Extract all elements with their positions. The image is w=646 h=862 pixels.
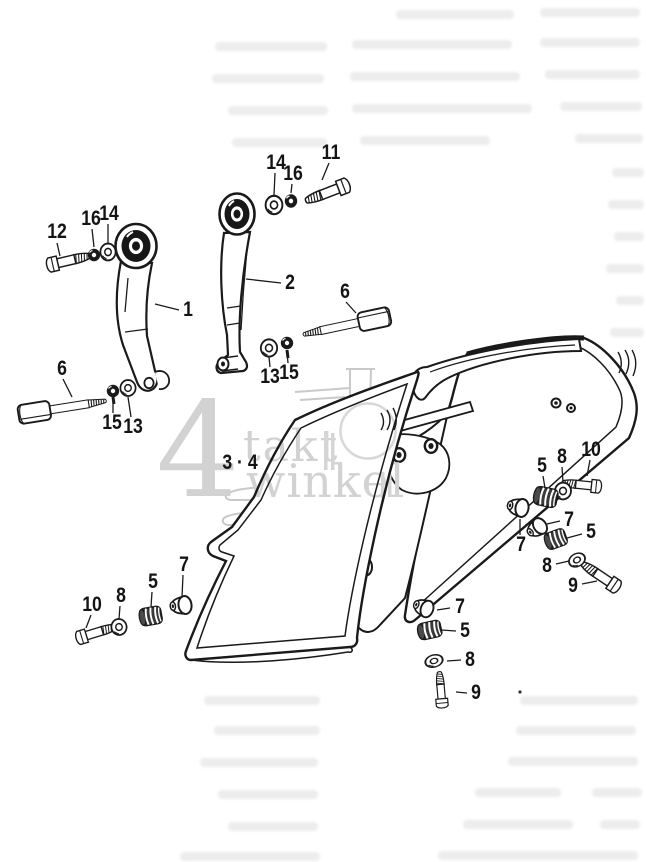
ghost-text-line [352, 40, 512, 49]
washer-13-left [119, 379, 137, 397]
ghost-text-line [560, 102, 642, 111]
bushing-5-bottom [415, 618, 444, 642]
side-cover-front-fill [185, 371, 419, 660]
part-callout-15: 15 [279, 361, 299, 384]
part-callout-8: 8 [465, 648, 475, 671]
part-callout-13: 13 [260, 365, 280, 388]
ghost-text-line [350, 72, 520, 81]
bushing-5-left [136, 604, 164, 628]
callout-leader-lines [56, 162, 598, 694]
ghost-text-line [600, 820, 640, 829]
ghost-text-line [575, 134, 643, 143]
part-callout-6: 6 [57, 357, 67, 380]
bolt-9-right [577, 557, 624, 596]
grommet-7-left [168, 594, 194, 617]
part-callout-5: 5 [537, 454, 547, 477]
mounting-arm-2 [215, 192, 256, 375]
ghost-text-line [215, 42, 327, 51]
part-callout-10: 10 [82, 593, 102, 616]
ghost-text-line [606, 264, 644, 273]
ghost-text-line [214, 726, 320, 735]
part-callout-5: 5 [460, 619, 470, 642]
frame-bracket [385, 337, 583, 495]
mounting-arm-1 [114, 222, 171, 392]
washer-8-bottom [422, 651, 446, 671]
ghost-text-line [616, 296, 644, 305]
bolt-11 [302, 176, 353, 209]
part-callout-7: 7 [455, 595, 465, 618]
part-callout-8: 8 [116, 584, 126, 607]
ghost-text-line [612, 168, 644, 177]
ghost-text-line [614, 232, 644, 241]
ghost-text-line [475, 788, 561, 797]
washer-15-mid [280, 336, 294, 350]
washer-8-left [109, 616, 129, 638]
washer-14-left [99, 242, 117, 262]
part-callout-1: 1 [183, 298, 193, 321]
part-callout-2: 2 [285, 271, 295, 294]
washer-15-left [106, 384, 120, 398]
stray-dot [518, 690, 522, 694]
ghost-text-line [592, 788, 642, 797]
washer-14-mid [264, 194, 284, 216]
bolt-6-left [16, 390, 109, 426]
bushing-5-right-top [530, 484, 560, 510]
ghost-text-line [360, 136, 490, 145]
ghost-text-line [204, 696, 320, 705]
ghost-text-line [212, 74, 324, 83]
ghost-text-line [608, 200, 644, 209]
part-callout-8: 8 [557, 445, 567, 468]
part-callout-16: 16 [81, 207, 101, 230]
washer-16-mid [284, 193, 298, 209]
watermark-big-numeral: 4 [156, 374, 240, 528]
part-callout-7: 7 [179, 553, 189, 576]
ghost-text-line [180, 852, 320, 861]
part-callout-7: 7 [564, 508, 574, 531]
ghost-text-line [463, 820, 573, 829]
bolt-9-bottom [432, 670, 449, 710]
ghost-text-line [228, 106, 328, 115]
ghost-text-line [396, 10, 514, 19]
ghost-text-line [352, 104, 532, 113]
ghost-text-line [545, 70, 640, 79]
part-callout-13: 13 [123, 415, 143, 438]
part-callout-14: 14 [266, 151, 286, 174]
ghost-text-line [438, 851, 638, 860]
ghost-text-line [218, 790, 318, 799]
part-callout-10: 10 [581, 438, 601, 461]
ghost-text-line [540, 8, 640, 17]
part-callout-5: 5 [586, 520, 596, 543]
part-callout-11: 11 [321, 141, 341, 164]
part-callout-16: 16 [283, 162, 303, 185]
ghost-text-line [540, 38, 640, 47]
ghost-text-line [516, 726, 636, 735]
washer-13-mid [259, 338, 279, 358]
ghost-text-line [508, 757, 638, 766]
watermark-circle [339, 402, 397, 460]
part-callout-7: 7 [516, 533, 526, 556]
part-callout-9: 9 [471, 681, 481, 704]
part-callout-15: 15 [102, 411, 122, 434]
part-callout-12: 12 [47, 220, 67, 243]
part-callout-6: 6 [340, 280, 350, 303]
part-callout-8: 8 [542, 554, 552, 577]
bolt-6-right [300, 305, 393, 345]
ghost-text-line [610, 328, 644, 337]
part-callout-14: 14 [99, 202, 119, 225]
part-callout-3-4: 3 · 4 [222, 451, 258, 474]
washer-16-left [87, 248, 101, 262]
bolt-12 [44, 247, 93, 274]
part-callout-9: 9 [568, 574, 578, 597]
part-callout-5: 5 [148, 570, 158, 593]
ghost-text-line [232, 138, 327, 147]
ghost-text-line [200, 758, 318, 767]
ghost-text-line [228, 822, 318, 831]
side-cover-front [184, 370, 420, 663]
ghost-text-line [520, 696, 638, 705]
